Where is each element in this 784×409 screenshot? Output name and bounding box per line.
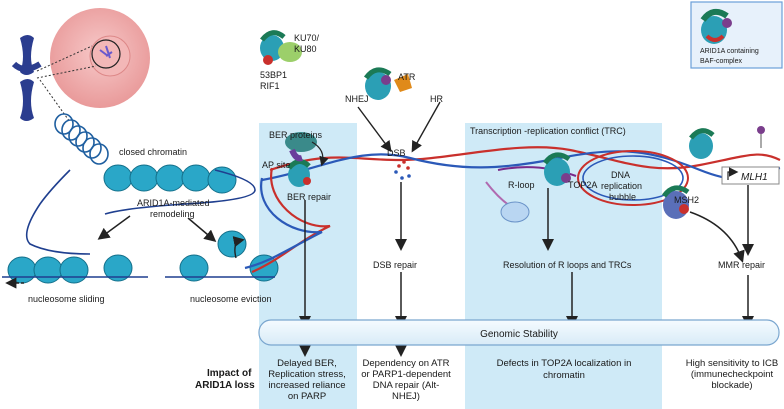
msh2-complex-icon	[661, 185, 690, 219]
sliding-nucleosomes	[7, 254, 133, 284]
outcome-line: (immunecheckpoint	[691, 369, 774, 380]
nucleosome-icon	[7, 256, 37, 284]
outcome-line: blockade)	[711, 380, 752, 391]
eviction-label: nucleosome eviction	[190, 294, 272, 304]
ap-site-label: AP site	[262, 160, 290, 170]
dsb-label: DSB	[387, 148, 406, 158]
mlh1-label: MLH1	[741, 172, 768, 183]
outcome-line: High sensitivity to ICB	[686, 358, 778, 369]
nucleosome-icon	[179, 254, 209, 282]
rloop-bubble-icon	[500, 201, 530, 223]
nhej-arrow	[357, 106, 392, 153]
impact-label-2: ARID1A loss	[195, 380, 255, 391]
nucleosome-icon	[103, 164, 133, 192]
top2a-complex-icon	[542, 152, 571, 186]
ber-complex-icon	[287, 159, 311, 187]
ku-label-2: KU80	[294, 44, 317, 54]
chromosome-icon	[11, 35, 42, 121]
outcome-line: NHEJ)	[392, 391, 420, 402]
nucleosome-icon	[217, 230, 247, 258]
legend-line2: BAF-complex	[700, 58, 743, 65]
replication-bubble	[577, 150, 689, 206]
nucleosome-icon	[155, 164, 185, 192]
zoom-line	[39, 79, 71, 123]
atr-label: ATR	[398, 72, 416, 82]
bp-label-1: 53BP1	[260, 70, 287, 80]
outcome-line: Dependency on ATR	[363, 358, 450, 369]
arrow-to-eviction	[187, 217, 217, 242]
atr-complex-icon	[363, 67, 412, 100]
hr-arrow	[411, 101, 441, 153]
top2a-label: TOP2A	[568, 180, 597, 190]
nucleosome-icon	[181, 164, 211, 192]
cell-icon	[50, 8, 150, 108]
ber-repair-label: BER repair	[287, 192, 331, 202]
mlh1-promoter-icon	[727, 167, 739, 180]
nucleosome-icon	[129, 164, 159, 192]
arrow-to-sliding	[97, 215, 131, 240]
mmr-repair-label: MMR repair	[718, 260, 765, 270]
nhej-label: NHEJ	[345, 94, 369, 104]
hr-label: HR	[430, 94, 443, 104]
closed-chromatin-nucleosomes	[103, 164, 237, 194]
outcome-line: or PARP1-dependent	[361, 369, 451, 380]
closed-chromatin-label: closed chromatin	[119, 147, 187, 157]
legend-line1: ARID1A containing	[700, 48, 759, 55]
outcome-line: Replication stress,	[268, 369, 346, 380]
sliding-label: nucleosome sliding	[28, 294, 105, 304]
outcome-line: increased reliance	[268, 380, 345, 391]
genomic-stability-bar	[258, 319, 780, 346]
outcome-icb: High sensitivity to ICB(immunecheckpoint…	[686, 358, 778, 391]
mmr-complex-icon	[689, 126, 765, 159]
bp-label-2: RIF1	[260, 81, 280, 91]
outcome-top2a: Defects in TOP2A localization inchromati…	[497, 358, 632, 381]
msh2-label: MSH2	[674, 195, 699, 205]
dna-rep-label-3: bubble	[609, 192, 636, 202]
replication-bubble-inner	[582, 155, 684, 201]
nucleosome-icon	[59, 256, 89, 284]
remodeling-label-1: ARID1A-mediated	[137, 198, 210, 208]
dsb-repair-label: DSB repair	[373, 260, 417, 270]
chromatin-fiber	[25, 169, 91, 255]
trc-label: Transcription -replication conflict (TRC…	[470, 126, 626, 136]
dna-loop-red	[251, 167, 331, 274]
dsb-break-icon	[394, 160, 411, 180]
dna-rep-label-2: replication	[601, 181, 642, 191]
outcome-line: on PARP	[288, 391, 326, 402]
dna-rep-label-1: DNA	[611, 170, 630, 180]
nucleosome-icon	[103, 254, 133, 282]
ku-complex-icon	[260, 30, 302, 65]
outcome-line: Defects in TOP2A localization in	[497, 358, 632, 369]
resolution-label: Resolution of R loops and TRCs	[503, 260, 632, 270]
outcome-ber: Delayed BER,Replication stress,increased…	[268, 358, 346, 402]
remodeling-label-2: remodeling	[150, 209, 195, 219]
genomic-stability-label: Genomic Stability	[480, 329, 558, 340]
eviction-arrow	[232, 236, 245, 259]
chromatin-fiber	[104, 169, 256, 215]
msh2-arrow	[689, 211, 745, 263]
dna-strand-red	[269, 146, 781, 172]
dna-loop-blue	[244, 177, 323, 270]
impact-label-1: Impact of	[207, 368, 252, 379]
outcome-line: chromatin	[543, 370, 585, 381]
baf-complex-icon	[700, 8, 732, 44]
coiled-chromatin	[54, 113, 109, 165]
nucleosome-icon	[33, 256, 63, 284]
ber-proteins-icon	[285, 132, 317, 162]
outcome-line: Delayed BER,	[277, 358, 337, 369]
legend-box: ARID1A containing BAF-complex	[690, 1, 783, 69]
outcome-line: DNA repair (Alt-	[373, 380, 440, 391]
nucleosome-icon	[207, 166, 237, 194]
rloop-label: R-loop	[508, 180, 535, 190]
ber-proteins-label: BER proteins	[269, 130, 323, 140]
ku-label-1: KU70/	[294, 33, 320, 43]
ber-proteins-arrow	[311, 141, 329, 167]
